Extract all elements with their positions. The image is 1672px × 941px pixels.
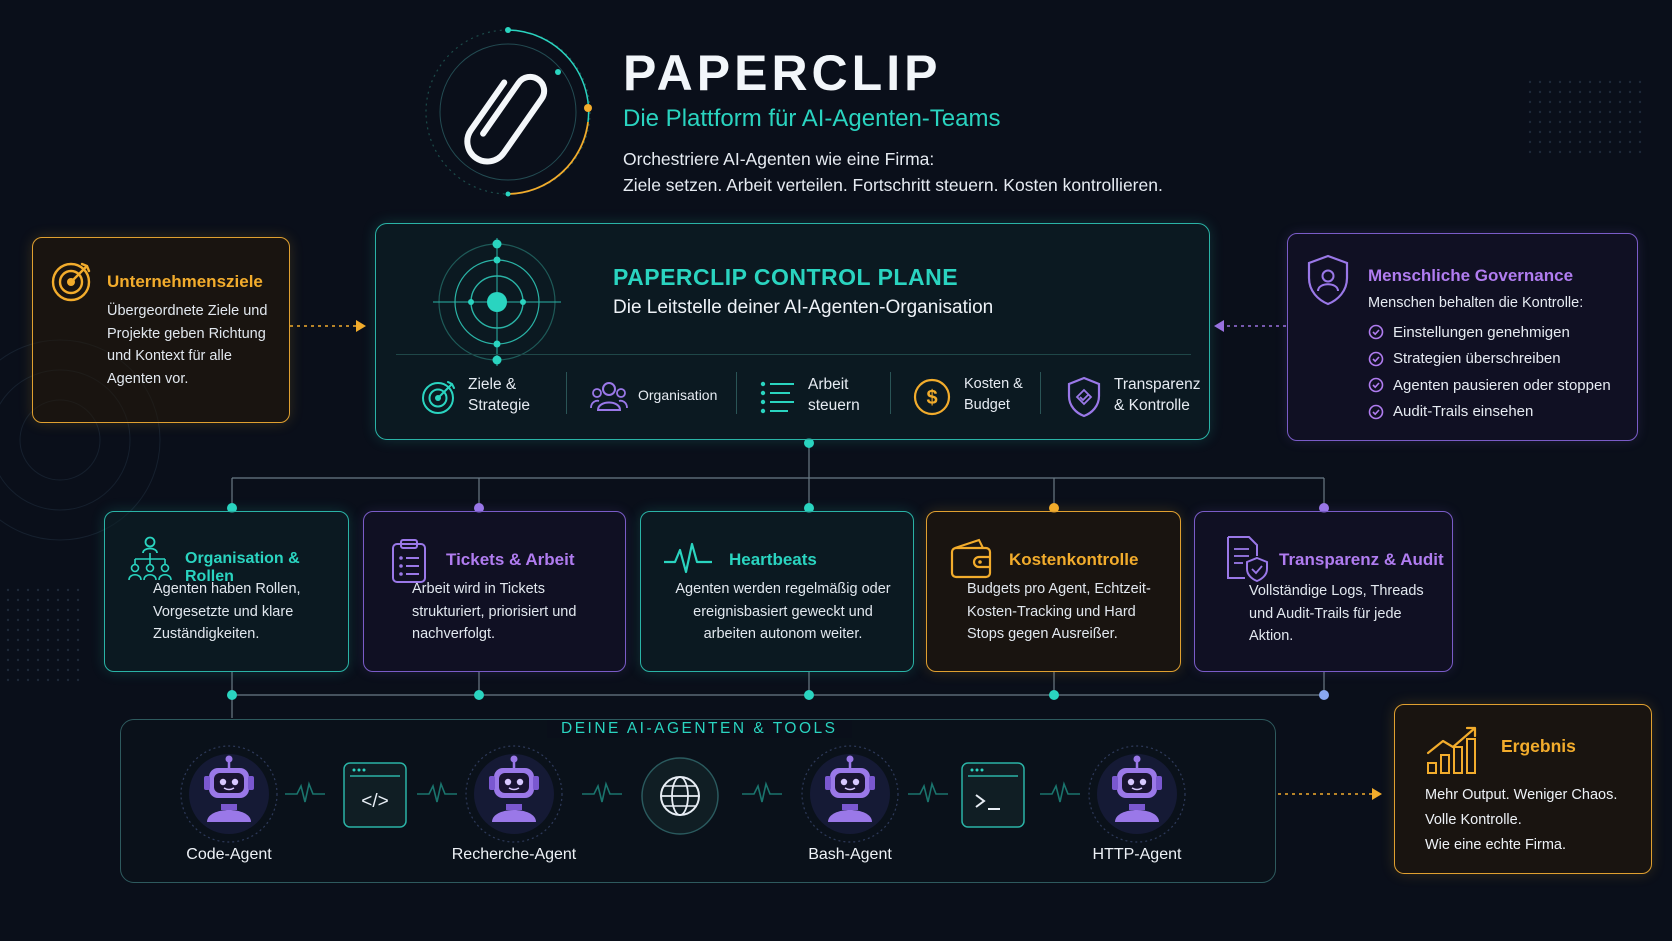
cp-item-transparency: Transparenz & Kontrolle <box>1066 374 1206 420</box>
result-line: Volle Kontrolle. <box>1425 812 1522 828</box>
feature-title: Kostenkontrolle <box>1009 550 1139 569</box>
goals-card: Unternehmensziele Übergeordnete Ziele un… <box>32 237 290 423</box>
target-icon <box>51 262 91 302</box>
cp-item-label-1: Arbeit <box>808 376 849 393</box>
cp-separator <box>890 372 891 414</box>
control-plane-card: PAPERCLIP CONTROL PLANE Die Leitstelle d… <box>375 223 1210 440</box>
list-icon <box>760 381 794 414</box>
pulse-icon <box>664 542 712 574</box>
control-plane-divider <box>396 354 1191 355</box>
paperclip-logo <box>425 27 592 197</box>
result-card: Ergebnis Mehr Output. Weniger Chaos. Vol… <box>1394 704 1652 874</box>
shield-icon <box>1067 376 1101 418</box>
governance-list: Einstellungen genehmigen Strategien über… <box>1368 319 1611 425</box>
feature-card-costs: Kostenkontrolle Budgets pro Agent, Echtz… <box>926 511 1181 672</box>
cp-item-label-2: steuern <box>808 397 860 414</box>
cp-item-label-1: Ziele & <box>468 376 517 393</box>
cp-separator <box>1040 372 1041 414</box>
cp-separator <box>736 372 737 414</box>
governance-item: Einstellungen genehmigen <box>1368 319 1611 346</box>
governance-title: Menschliche Governance <box>1368 266 1574 285</box>
governance-item: Strategien überschreiben <box>1368 346 1611 373</box>
feature-text: Agenten werden regelmäßig oder ereignisb… <box>675 581 891 642</box>
robot-icon <box>801 745 899 843</box>
result-line: Wie eine echte Firma. <box>1425 837 1567 853</box>
agent-name: HTTP-Agent <box>1092 846 1182 863</box>
cp-item-label-2: & Kontrolle <box>1114 397 1190 414</box>
control-plane-title: PAPERCLIP CONTROL PLANE <box>613 264 959 290</box>
svg-text:$: $ <box>926 387 937 409</box>
governance-item: Agenten pausieren oder stoppen <box>1368 372 1611 399</box>
feature-card-audit: Transparenz & Audit Vollständige Logs, T… <box>1194 511 1453 672</box>
agent-name: Code-Agent <box>186 846 272 863</box>
agent-name: Bash-Agent <box>808 846 892 863</box>
dollar-coin-icon: $ <box>913 378 951 416</box>
check-circle-icon <box>1368 324 1384 340</box>
tagline-line-1: Orchestriere AI-Agenten wie eine Firma: <box>623 149 935 169</box>
cp-item-label-2: Budget <box>964 397 1010 413</box>
result-title: Ergebnis <box>1501 736 1576 756</box>
code-window-icon: </> <box>343 762 407 828</box>
cp-item-label-1: Kosten & <box>964 376 1023 392</box>
feature-title: Heartbeats <box>729 550 817 569</box>
target-icon <box>422 381 455 414</box>
cp-item-work: Arbeit steuern <box>760 374 890 420</box>
feature-text: Vollständige Logs, Threads und Audit-Tra… <box>1249 583 1424 644</box>
control-plane-subtitle: Die Leitstelle deiner AI-Agenten-Organis… <box>613 297 994 318</box>
document-shield-icon <box>1227 536 1268 582</box>
cp-item-costs: $ Kosten & Budget <box>912 374 1032 420</box>
feature-title: Tickets & Arbeit <box>446 550 575 569</box>
check-circle-icon <box>1368 404 1384 420</box>
globe-icon <box>641 757 719 835</box>
robot-icon <box>465 745 563 843</box>
feature-text: Budgets pro Agent, Echtzeit-Kosten-Track… <box>967 581 1151 642</box>
feature-title: Transparenz & Audit <box>1279 550 1444 569</box>
cp-item-label-2: Strategie <box>468 397 531 414</box>
svg-text:</>: </> <box>361 791 388 812</box>
shield-user-icon <box>1307 254 1349 306</box>
robot-icon <box>1088 745 1186 843</box>
feature-card-heartbeats: Heartbeats Agenten werden regelmäßig ode… <box>640 511 914 672</box>
robot-icon <box>180 745 278 843</box>
feature-text: Agenten haben Rollen, Vorgesetzte und kl… <box>153 581 301 642</box>
governance-intro: Menschen behalten die Kontrolle: <box>1368 295 1584 311</box>
radar-icon <box>433 238 561 366</box>
agents-section-label: DEINE AI-AGENTEN & TOOLS <box>547 720 852 738</box>
tagline: Orchestriere AI-Agenten wie eine Firma: … <box>623 146 1163 198</box>
agent-name: Recherche-Agent <box>451 846 577 863</box>
cp-item-goals: Ziele & Strategie <box>420 374 544 420</box>
cp-separator <box>566 372 567 414</box>
feature-card-organisation: Organisation & Rollen Agenten haben Roll… <box>104 511 349 672</box>
governance-item: Audit-Trails einsehen <box>1368 399 1611 426</box>
check-circle-icon <box>1368 351 1384 367</box>
feature-title: Organisation & Rollen <box>185 550 300 585</box>
people-icon <box>590 382 628 411</box>
tagline-line-2: Ziele setzen. Arbeit verteilen. Fortschr… <box>623 175 1163 195</box>
cp-item-label-1: Transparenz <box>1114 376 1201 393</box>
clipboard-icon <box>392 539 426 583</box>
page-title: PAPERCLIP <box>623 45 942 101</box>
goals-text: Übergeordnete Ziele und Projekte geben R… <box>107 303 268 387</box>
result-text: Mehr Output. Weniger Chaos. Volle Kontro… <box>1425 783 1617 858</box>
wallet-icon <box>950 538 992 579</box>
result-line: Mehr Output. Weniger Chaos. <box>1425 787 1618 803</box>
page-subtitle: Die Plattform für AI-Agenten-Teams <box>623 105 1001 132</box>
cp-item-label: Organisation <box>638 387 718 403</box>
check-circle-icon <box>1368 377 1384 393</box>
goals-title: Unternehmensziele <box>107 272 263 291</box>
terminal-icon <box>961 762 1025 828</box>
cp-item-organisation: Organisation <box>590 374 720 420</box>
feature-text: Arbeit wird in Tickets strukturiert, pri… <box>412 581 577 642</box>
org-chart-icon <box>128 536 172 581</box>
feature-card-tickets: Tickets & Arbeit Arbeit wird in Tickets … <box>363 511 626 672</box>
governance-card: Menschliche Governance Menschen behalten… <box>1287 233 1638 441</box>
growth-chart-icon <box>1426 726 1477 774</box>
